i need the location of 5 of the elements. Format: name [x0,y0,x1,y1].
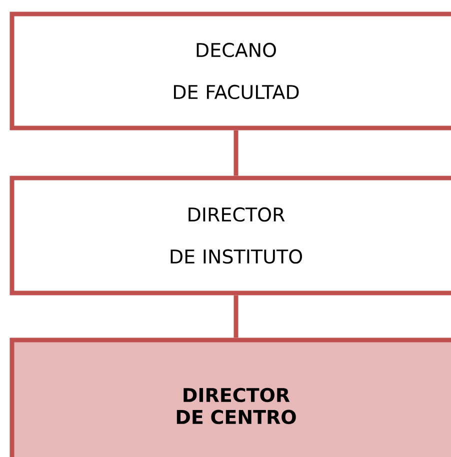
title-box: DECANO DE FACULTAD [10,12,451,130]
title-box: DIRECTOR DE INSTITUTO [10,176,451,296]
connector-line [234,130,238,176]
highlighted-box: DIRECTOR DE CENTRO [10,338,451,457]
connector-line [234,295,238,338]
